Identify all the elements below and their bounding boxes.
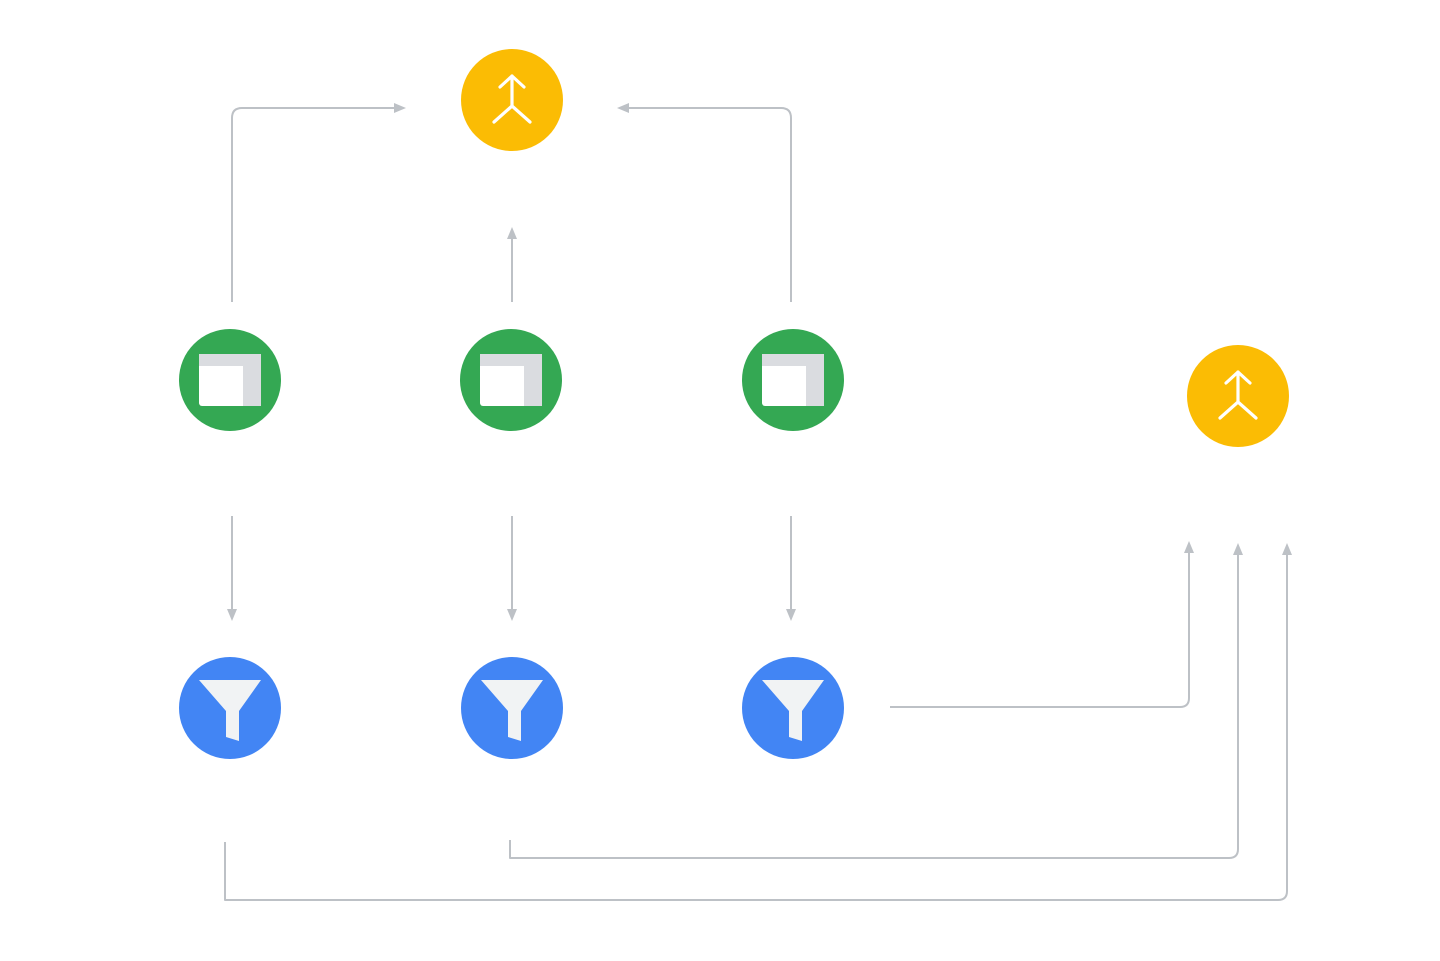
table-icon (762, 354, 824, 406)
merge-icon (492, 74, 532, 124)
connector-table-1-to-merge-1 (231, 103, 406, 302)
table-icon (199, 354, 261, 406)
connector-filter-2-to-merge-2 (509, 543, 1243, 859)
table-node-1 (179, 329, 281, 431)
nodes (179, 49, 1289, 759)
merge-icon (1218, 370, 1258, 420)
table-node-2 (460, 329, 562, 431)
filter-icon (481, 680, 543, 741)
connector-table-3-to-merge-1 (617, 103, 792, 302)
table-icon (480, 354, 542, 406)
connector-filter-1-to-merge-2 (224, 543, 1292, 901)
filter-icon (762, 680, 824, 741)
filter-node-1 (179, 657, 281, 759)
connectors (224, 103, 1292, 901)
filter-node-3 (742, 657, 844, 759)
table-node-3 (742, 329, 844, 431)
merge-node-1 (461, 49, 563, 151)
filter-icon (199, 680, 261, 741)
filter-node-2 (461, 657, 563, 759)
connector-filter-3-to-merge-2 (890, 541, 1194, 708)
merge-node-2 (1187, 345, 1289, 447)
